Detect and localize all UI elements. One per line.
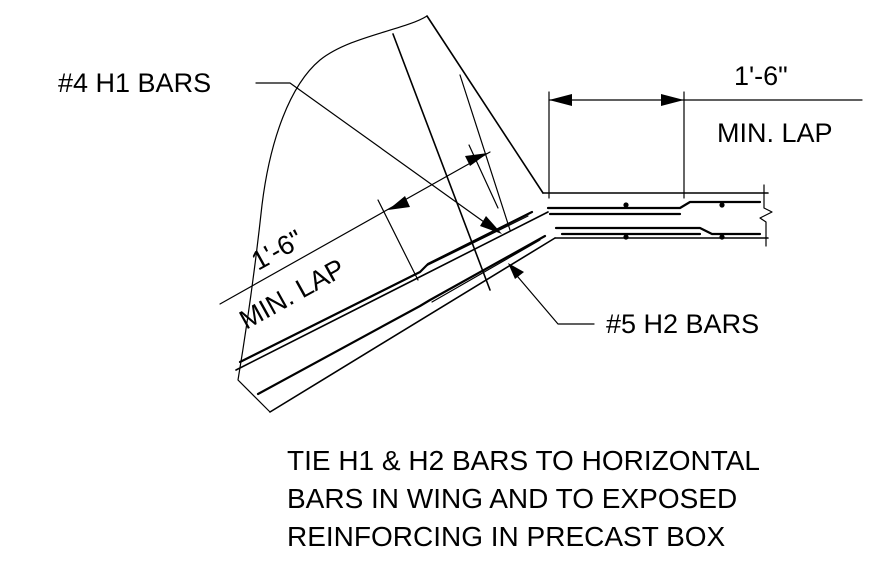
left-lap-dimension-value: 1'-6" xyxy=(246,224,308,276)
rebar-dot-1 xyxy=(623,202,629,208)
rebar-dot-2 xyxy=(719,202,725,208)
h1-leader-arrow xyxy=(480,216,502,234)
rebar-dot-3 xyxy=(623,234,629,240)
wing-outer-face xyxy=(426,15,544,194)
wing-horizontal-bar-lower xyxy=(431,239,541,303)
left-dim-arrow-2 xyxy=(465,153,488,166)
wing-joint-line-1 xyxy=(392,33,491,291)
left-dim-ext-1 xyxy=(377,199,419,281)
right-dim-arrow-right xyxy=(661,94,684,106)
note-line-3: REINFORCING IN PRECAST BOX xyxy=(287,521,726,552)
tie-note: TIE H1 & H2 BARS TO HORIZONTAL BARS IN W… xyxy=(287,445,760,552)
wing-horizontal-bar-upper xyxy=(425,215,529,267)
h2-callout: #5 H2 BARS xyxy=(508,263,759,339)
h1-bar xyxy=(238,210,534,364)
box-break-symbol xyxy=(759,184,773,247)
h2-bar xyxy=(256,234,547,396)
left-dim-arrow-1 xyxy=(388,196,410,210)
h1-callout: #4 H1 BARS xyxy=(58,68,502,234)
h2-leader xyxy=(511,269,595,325)
right-dim-arrow-left xyxy=(549,94,572,106)
wing-wall xyxy=(235,15,556,413)
wing-inner-face xyxy=(235,211,549,371)
left-lap-dimension: 1'-6" MIN. LAP xyxy=(219,144,499,335)
rebar-dot-4 xyxy=(719,234,725,240)
precast-box-wall xyxy=(542,184,773,247)
wing-joint-line-2 xyxy=(459,74,511,231)
h2-bars-label: #5 H2 BARS xyxy=(606,309,759,339)
box-bar-upper xyxy=(546,200,762,210)
note-line-2: BARS IN WING AND TO EXPOSED xyxy=(287,483,737,514)
box-bar-lower xyxy=(554,226,762,236)
left-lap-dimension-text: MIN. LAP xyxy=(234,253,350,335)
h1-bars-label: #4 H1 BARS xyxy=(58,68,211,98)
wing-inner-face-2 xyxy=(269,237,556,413)
h2-leader-arrow xyxy=(508,263,524,279)
right-lap-dimension: 1'-6" MIN. LAP xyxy=(548,61,863,199)
h1-leader xyxy=(255,82,485,223)
right-lap-dimension-text: MIN. LAP xyxy=(717,118,833,148)
right-lap-dimension-value: 1'-6" xyxy=(734,61,788,91)
wing-break-line xyxy=(237,15,428,413)
left-dim-line xyxy=(219,151,491,305)
note-line-1: TIE H1 & H2 BARS TO HORIZONTAL xyxy=(287,445,760,476)
